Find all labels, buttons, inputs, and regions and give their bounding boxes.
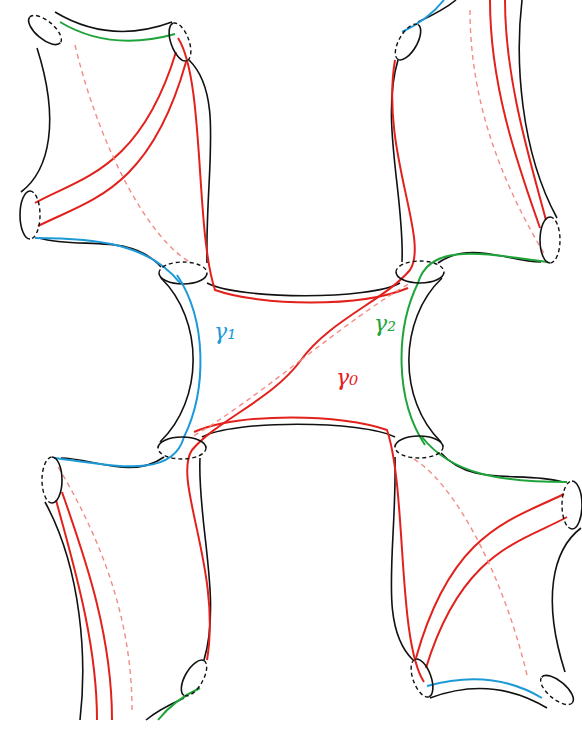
- boundary-cuff: [540, 217, 560, 263]
- cuff-back: [390, 20, 418, 59]
- closed-curve: [178, 38, 408, 303]
- cuff-front: [540, 217, 550, 263]
- boundary-cuff: [24, 10, 66, 50]
- cuff-back: [184, 661, 212, 700]
- boundary-cuff: [395, 436, 443, 458]
- closed-curve: [60, 22, 175, 41]
- closed-curve: [38, 62, 186, 226]
- surface-boundary: [202, 424, 395, 437]
- cuff-front: [396, 272, 444, 283]
- cuff-back: [562, 481, 572, 529]
- closed-curve: [470, 10, 545, 255]
- surface-half: [20, 0, 560, 445]
- surface-boundary: [409, 278, 442, 442]
- closed-curve: [35, 52, 176, 203]
- surface-boundary: [160, 278, 193, 442]
- cuff-front: [158, 437, 206, 448]
- cuff-front: [572, 481, 582, 529]
- curve-label: γ₁: [212, 320, 238, 344]
- curve-label: γ₂: [372, 312, 398, 336]
- surface-boundary: [21, 48, 50, 192]
- closed-curve: [490, 0, 540, 228]
- boundary-cuff: [165, 20, 196, 64]
- boundary-cuff: [176, 656, 212, 700]
- cuff-back: [30, 191, 40, 239]
- cuff-back: [536, 677, 572, 710]
- cuff-back: [395, 447, 443, 458]
- cuff-front: [398, 25, 426, 64]
- cuff-back: [407, 659, 429, 700]
- cuff-front: [24, 17, 60, 50]
- closed-curve: [422, 437, 567, 482]
- cuff-front: [176, 656, 204, 695]
- closed-curve: [75, 45, 190, 262]
- boundary-cuff: [536, 670, 578, 710]
- closed-curve: [412, 458, 527, 675]
- cuff-front: [52, 457, 62, 503]
- closed-curve: [416, 494, 564, 658]
- closed-curve: [187, 360, 301, 660]
- boundary-cuff: [20, 191, 40, 239]
- cuff-back: [42, 457, 52, 503]
- cuff-back: [159, 262, 207, 273]
- boundary-cuff: [407, 656, 438, 700]
- closed-curve: [426, 517, 567, 668]
- closed-curve: [301, 60, 415, 360]
- boundary-cuff: [159, 262, 207, 284]
- boundary-cuff: [396, 261, 444, 283]
- cuff-front: [20, 191, 30, 239]
- cuff-front: [415, 656, 437, 697]
- cuff-back: [396, 261, 444, 272]
- cuff-back: [173, 20, 195, 61]
- cuff-front: [165, 23, 187, 64]
- surface-half: [42, 275, 582, 720]
- surface-boundary: [552, 528, 581, 672]
- cuff-front: [542, 670, 578, 703]
- curve-label: γ₀: [334, 366, 360, 390]
- closed-curve: [427, 679, 542, 698]
- cuff-back: [30, 10, 66, 43]
- closed-curve: [62, 492, 112, 720]
- closed-curve: [35, 238, 180, 283]
- cuff-front: [395, 436, 443, 447]
- closed-curve: [194, 418, 424, 683]
- boundary-cuff: [158, 437, 206, 459]
- boundary-cuff: [562, 481, 582, 529]
- boundary-cuff: [42, 457, 62, 503]
- boundary-cuff: [390, 20, 426, 64]
- closed-curve: [301, 282, 412, 360]
- cuff-back: [550, 217, 560, 263]
- surface-boundary: [207, 283, 400, 296]
- cuff-back: [158, 448, 206, 459]
- closed-curve: [57, 465, 132, 710]
- closed-curve: [190, 360, 301, 438]
